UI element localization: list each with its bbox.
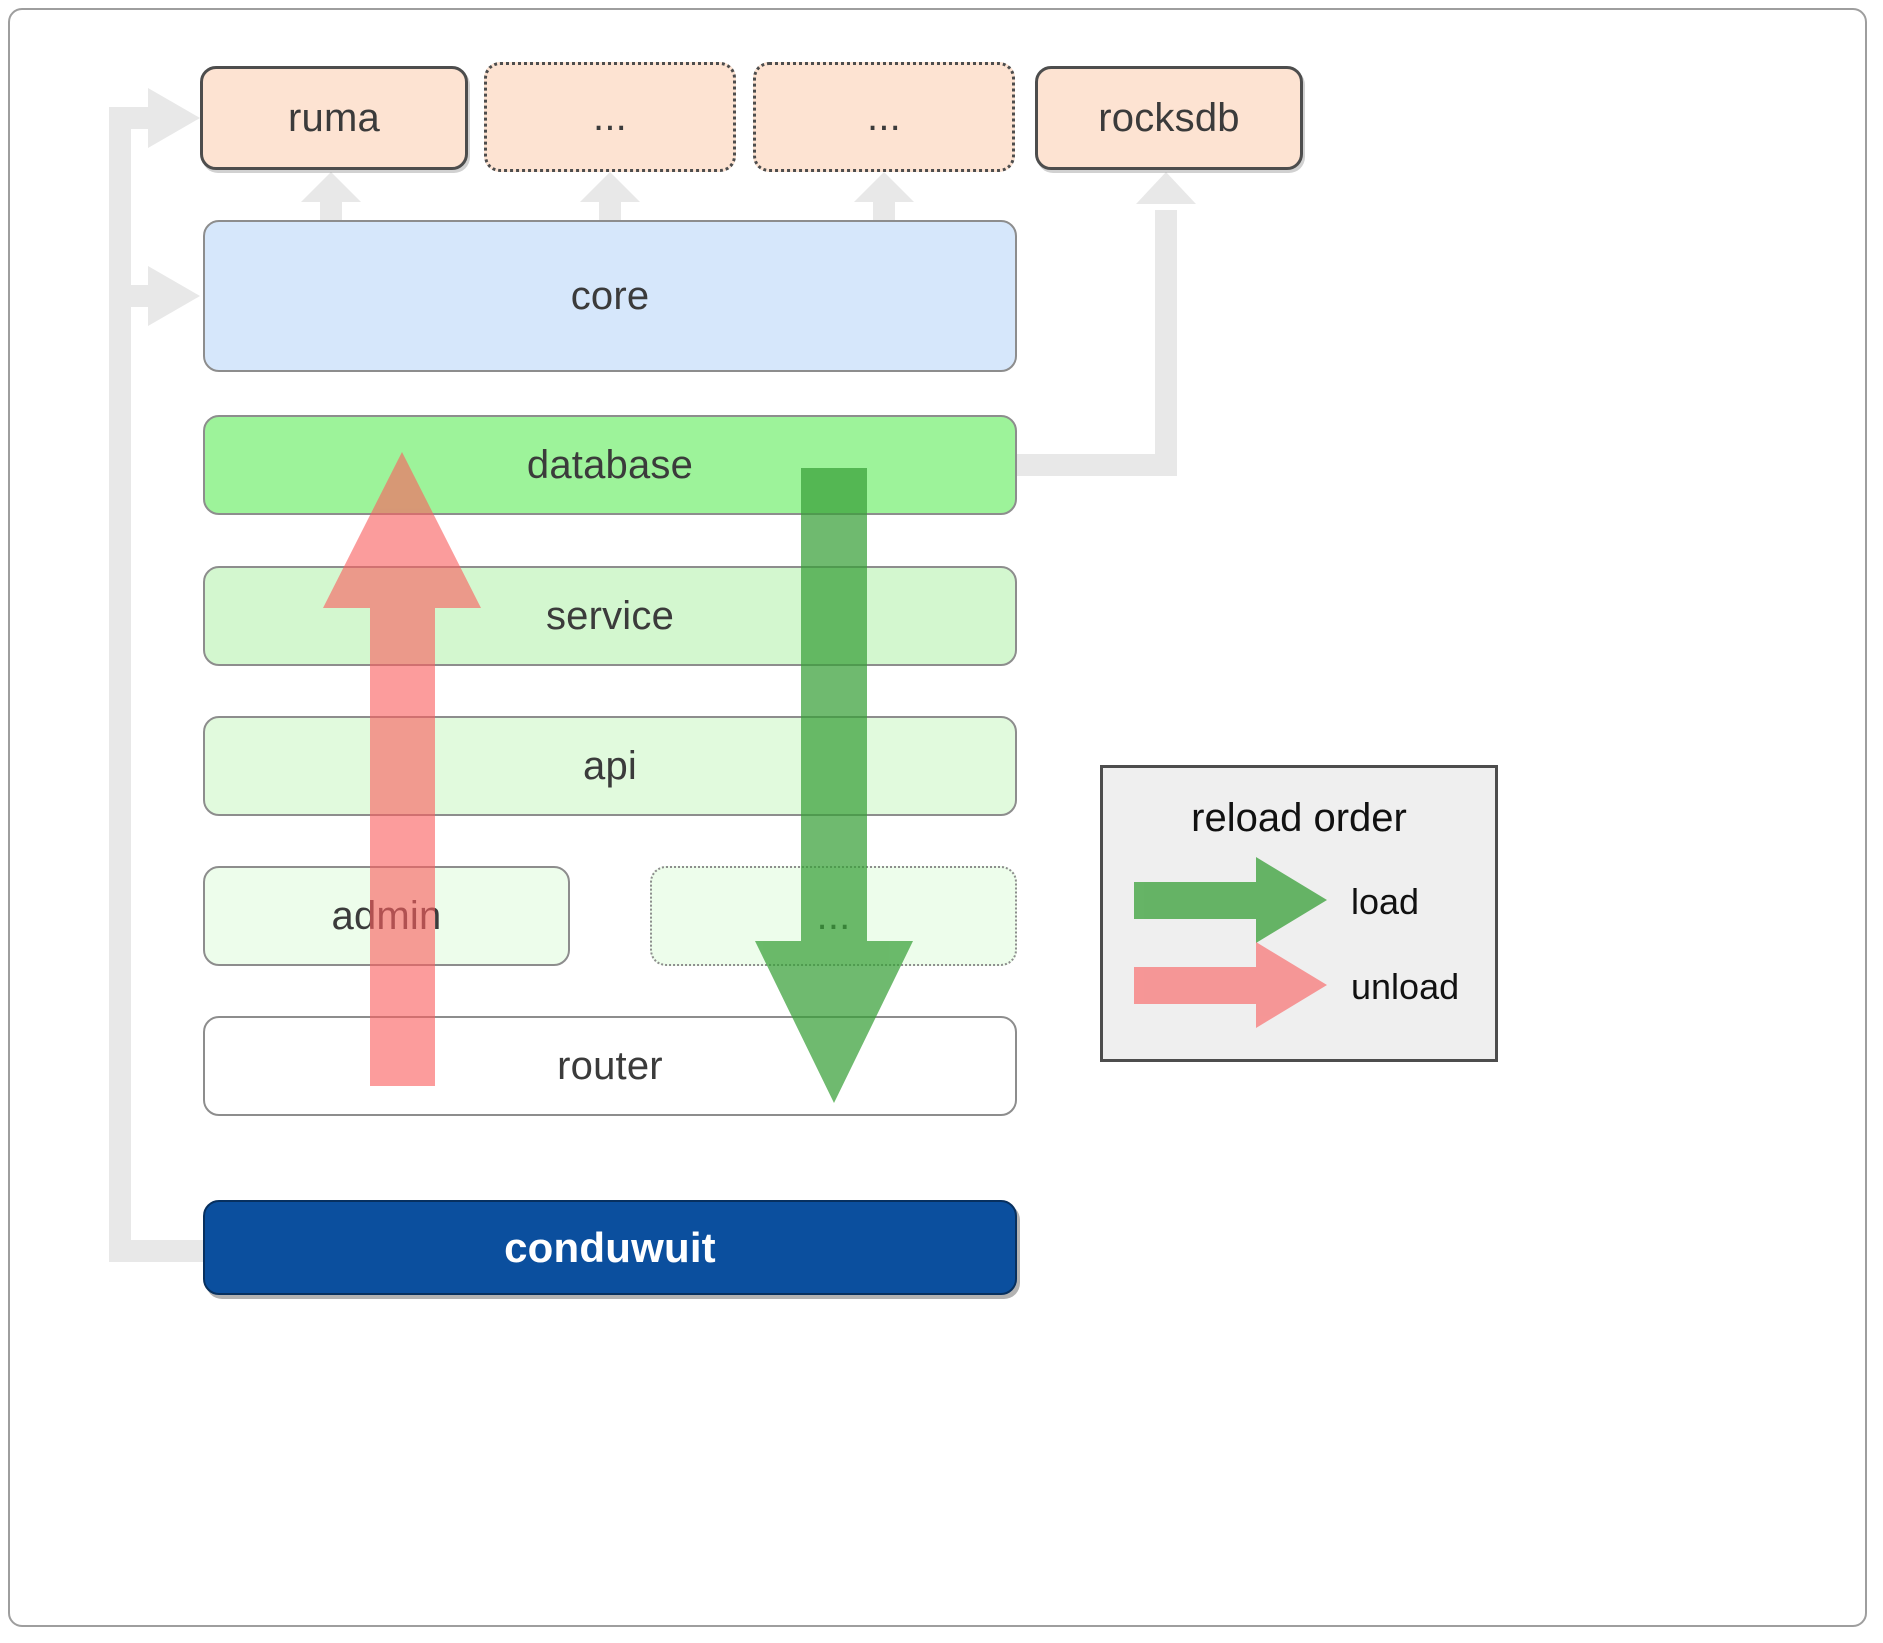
legend-label-load: load bbox=[1351, 881, 1420, 922]
layer-router-label: router bbox=[557, 1043, 663, 1088]
layer-core-label: core bbox=[570, 273, 650, 318]
layer-database[interactable]: database bbox=[203, 415, 1017, 515]
crate-placeholder-2[interactable]: ... bbox=[753, 62, 1015, 172]
layer-service-label: service bbox=[545, 593, 675, 638]
layer-core[interactable]: core bbox=[203, 220, 1017, 372]
crate-placeholder-1-label: ... bbox=[593, 94, 627, 139]
crate-placeholder-2-label: ... bbox=[867, 94, 901, 139]
crate-conduwuit[interactable]: conduwuit bbox=[203, 1200, 1017, 1295]
layer-placeholder[interactable]: ... bbox=[650, 866, 1017, 966]
layer-service[interactable]: service bbox=[203, 566, 1017, 666]
layer-admin[interactable]: admin bbox=[203, 866, 570, 966]
legend-title: reload order bbox=[1191, 796, 1407, 840]
layer-placeholder-label: ... bbox=[816, 893, 851, 938]
legend-box: reload order load unload bbox=[1100, 765, 1498, 1062]
crate-placeholder-1[interactable]: ... bbox=[484, 62, 736, 172]
layer-admin-label: admin bbox=[331, 893, 442, 938]
layer-database-label: database bbox=[526, 442, 694, 487]
layer-api-label: api bbox=[583, 743, 637, 788]
layer-api[interactable]: api bbox=[203, 716, 1017, 816]
crate-ruma[interactable]: ruma bbox=[200, 66, 468, 170]
layer-router[interactable]: router bbox=[203, 1016, 1017, 1116]
crate-conduwuit-label: conduwuit bbox=[504, 1223, 716, 1271]
legend-label-unload: unload bbox=[1351, 966, 1460, 1007]
crate-rocksdb[interactable]: rocksdb bbox=[1035, 66, 1303, 170]
crate-rocksdb-label: rocksdb bbox=[1098, 95, 1240, 140]
crate-ruma-label: ruma bbox=[288, 95, 380, 140]
